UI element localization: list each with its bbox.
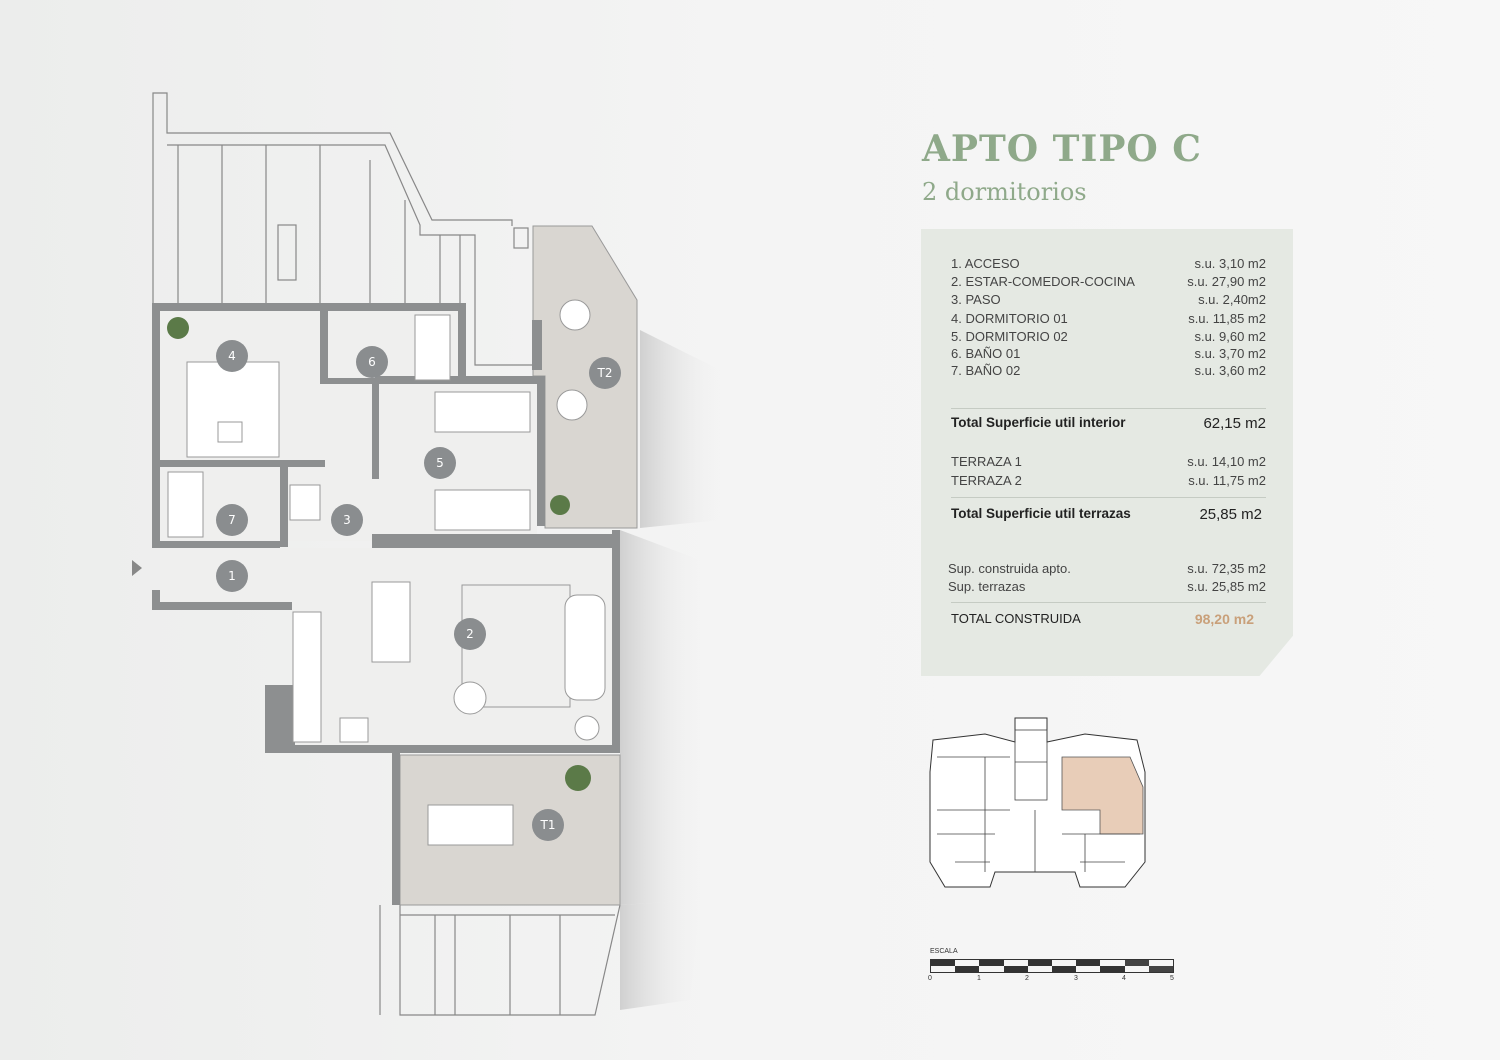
floor-plan: 4 6 T2 5 3 7 1 2 T1 xyxy=(132,92,720,1016)
svg-text:7: 7 xyxy=(228,513,236,527)
key-plan xyxy=(929,717,1146,888)
divider xyxy=(951,497,1266,498)
scale-ticks: 0 1 2 3 4 5 xyxy=(928,975,1174,982)
room-marker-5: 5 xyxy=(424,447,456,479)
svg-text:6: 6 xyxy=(368,355,376,369)
room-marker-3: 3 xyxy=(331,504,363,536)
entrance-arrow-icon xyxy=(132,560,142,576)
svg-text:T1: T1 xyxy=(540,818,556,832)
built-row: Sup. construida apto.s.u. 72,35 m2 xyxy=(948,561,1266,576)
room-marker-2: 2 xyxy=(454,618,486,650)
svg-text:4: 4 xyxy=(228,349,236,363)
svg-text:5: 5 xyxy=(436,456,444,470)
shadow xyxy=(640,330,720,528)
page-title: APTO TIPO C xyxy=(922,128,1202,170)
svg-text:1: 1 xyxy=(228,569,236,583)
room-marker-4: 4 xyxy=(216,340,248,372)
walls xyxy=(152,303,620,905)
room-marker-6: 6 xyxy=(356,346,388,378)
room-marker-1: 1 xyxy=(216,560,248,592)
room-marker-t1: T1 xyxy=(532,809,564,841)
plant-icon xyxy=(167,317,591,791)
upper-structure xyxy=(152,92,621,1016)
scale-graphic xyxy=(930,959,1174,973)
shadow xyxy=(620,900,700,1010)
room-markers: 4 6 T2 5 3 7 1 2 T1 xyxy=(216,340,621,841)
page-subtitle: 2 dormitorios xyxy=(922,178,1087,206)
room-marker-7: 7 xyxy=(216,504,248,536)
scale-bar: ESCALA 0 1 2 3 4 5 xyxy=(928,948,1180,985)
furniture xyxy=(167,299,606,846)
divider xyxy=(951,408,1266,409)
shadow xyxy=(620,530,700,905)
svg-text:T2: T2 xyxy=(597,366,613,380)
divider xyxy=(951,602,1266,603)
room-marker-t2: T2 xyxy=(589,357,621,389)
svg-text:3: 3 xyxy=(343,513,351,527)
terrace-t2 xyxy=(532,225,638,529)
svg-text:2: 2 xyxy=(466,627,474,641)
